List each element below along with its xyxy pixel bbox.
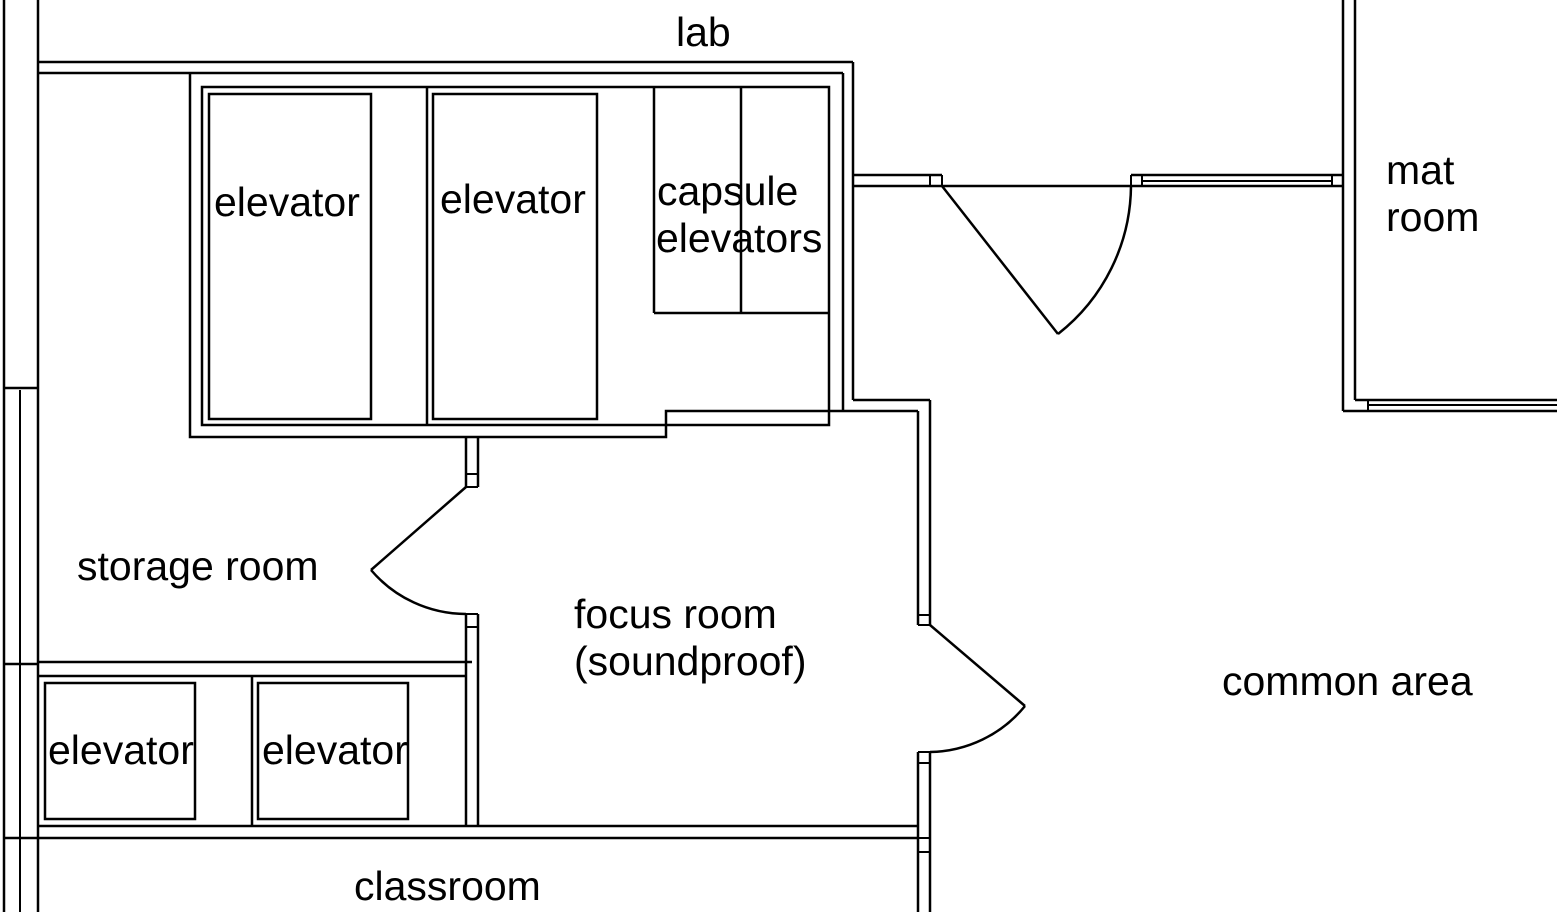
focus-room-right-wall — [916, 400, 932, 912]
label-common-area: common area — [1222, 658, 1473, 704]
label-elevator-lower-right: elevator — [262, 727, 408, 773]
mat-room-wall — [1341, 0, 1557, 413]
label-elevator-upper-left: elevator — [214, 179, 360, 225]
label-capsule-line2: elevators — [656, 215, 822, 261]
label-capsule-line1: capsule — [657, 168, 798, 214]
left-exterior-wall — [2, 0, 40, 912]
label-focus-room-line2: (soundproof) — [574, 638, 806, 684]
label-classroom: classroom — [354, 863, 541, 909]
elevator-car-lower-left — [43, 681, 197, 821]
upper-right-wall — [843, 398, 930, 413]
door-focus-room[interactable] — [929, 624, 1026, 754]
elevator-car-upper-right — [431, 92, 599, 421]
elevator-core — [188, 73, 843, 439]
label-elevator-lower-left: elevator — [48, 727, 194, 773]
label-elevator-upper-right: elevator — [440, 176, 586, 222]
elevator-car-lower-right — [256, 681, 410, 821]
classroom-wall — [38, 824, 918, 840]
top-wall — [38, 60, 855, 410]
lower-elevator-bank — [38, 660, 472, 826]
label-focus-room-line1: focus room — [574, 591, 777, 637]
label-storage-room: storage room — [77, 543, 319, 589]
label-mat-room-line2: room — [1386, 194, 1479, 240]
door-corridor[interactable] — [941, 185, 1133, 335]
storage-wall — [464, 437, 480, 826]
label-lab: lab — [676, 9, 731, 55]
door-storage-room[interactable] — [370, 486, 467, 616]
label-mat-room-line1: mat — [1386, 147, 1455, 193]
corridor-wall — [853, 173, 1343, 188]
elevator-car-upper-left — [207, 92, 373, 421]
